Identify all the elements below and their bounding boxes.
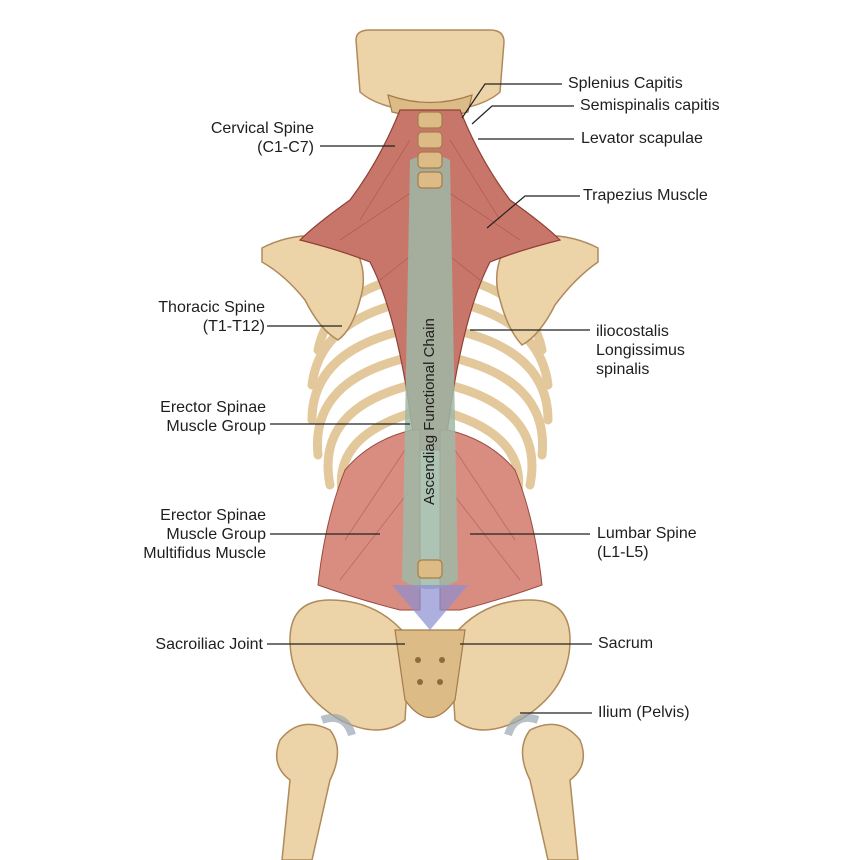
label-erector-spinae: Erector Spinae Muscle Group xyxy=(160,399,266,435)
label-lumbar-spine: Lumbar Spine (L1-L5) xyxy=(597,525,697,561)
label-trapezius-muscle: Trapezius Muscle xyxy=(583,187,708,204)
erector-spinae xyxy=(317,429,543,611)
functional-chain-label: Ascendiag Functional Chain xyxy=(421,318,438,505)
femurs xyxy=(275,713,585,860)
label-semispinalis-capitis: Semispinalis capitis xyxy=(580,97,720,114)
label-iliocostalis-group: iliocostalis Longissimus spinalis xyxy=(596,323,685,378)
pelvis xyxy=(289,599,571,731)
label-erector-spinae-multifidus: Erector Spinae Muscle Group Multifidus M… xyxy=(143,507,266,562)
label-levator-scapulae: Levator scapulae xyxy=(581,130,703,147)
label-splenius-capitis: Splenius Capitis xyxy=(568,75,683,92)
label-thoracic-spine: Thoracic Spine (T1-T12) xyxy=(158,299,265,335)
label-sacroiliac-joint: Sacroiliac Joint xyxy=(155,636,263,653)
leader-lines xyxy=(267,83,592,714)
label-ilium-pelvis: Ilium (Pelvis) xyxy=(598,704,690,721)
label-sacrum: Sacrum xyxy=(598,635,654,652)
skull xyxy=(355,29,505,118)
label-cervical-spine: Cervical Spine (C1-C7) xyxy=(210,120,314,156)
functional-chain-band xyxy=(392,155,468,630)
vertebral-column xyxy=(417,111,443,579)
